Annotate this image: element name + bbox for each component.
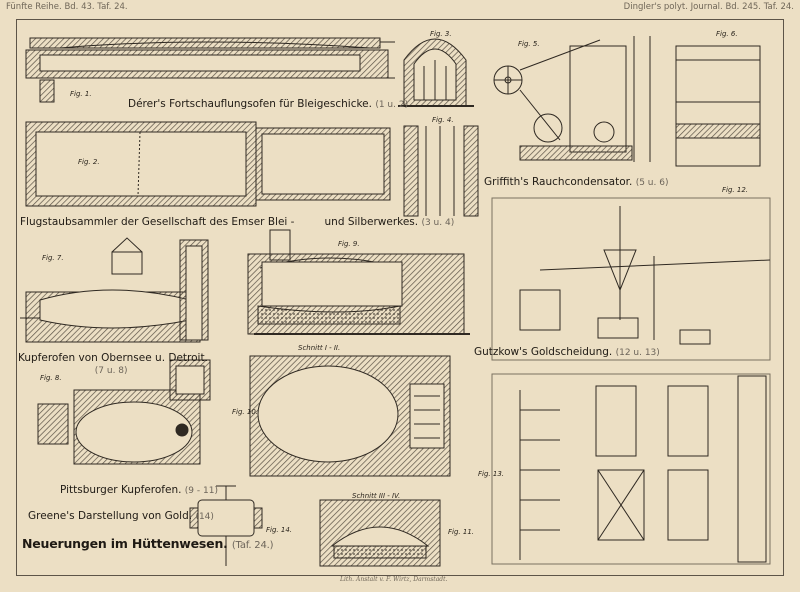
caption-flugstaub: Flugstaubsammler der Gesellschaft des Em…: [20, 216, 455, 228]
fig5-condenser: [493, 36, 651, 162]
header-left: Fünfte Reihe. Bd. 43. Taf. 24.: [6, 2, 128, 12]
caption-greene: Greene's Darstellung von Gold. (14): [28, 510, 214, 522]
fig11-label: Fig. 11.: [448, 528, 474, 536]
fig10-furnace-plan: [249, 355, 451, 477]
fig2-label: Fig. 2.: [78, 158, 100, 166]
fig7-label: Fig. 7.: [42, 254, 64, 262]
schnitt2-label: Schnitt III - IV.: [352, 492, 400, 500]
fig12-label: Fig. 12.: [722, 186, 748, 194]
fig13-gold-apparatus: [491, 373, 771, 565]
fig13-label: Fig. 13.: [478, 470, 504, 478]
caption-neuerungen: Neuerungen im Hüttenwesen. (Taf. 24.): [22, 536, 274, 551]
fig8-label: Fig. 8.: [40, 374, 62, 382]
lithographer-credit: Lith. Anstalt v. F. Wirtz, Darmstadt.: [340, 576, 448, 583]
plate-frame: [16, 19, 784, 576]
fig9-furnace-section: [247, 229, 470, 335]
fig8-furnace-plan: [37, 359, 211, 465]
caption-griffith: Griffith's Rauchcondensator. (5 u. 6): [484, 176, 669, 188]
fig2-furnace-plan: [25, 121, 391, 207]
fig14-gold-apparatus: [189, 485, 263, 566]
fig9-label: Fig. 9.: [338, 240, 360, 248]
fig7-copper-furnace: [20, 237, 209, 343]
figure-labels: Fig. 1. Fig. 2. Fig. 3. Fig. 4. Fig. 5. …: [40, 30, 748, 536]
fig4-flue-plan: [403, 125, 479, 217]
fig14-label: Fig. 14.: [266, 526, 292, 534]
fig11-section: [319, 499, 441, 567]
fig1-furnace-section: [25, 37, 395, 103]
fig12-gold-process: [491, 197, 771, 361]
caption-derer: Dérer's Fortschauflungsofen für Bleigesc…: [128, 98, 409, 110]
fig3-arch-section: [398, 38, 474, 107]
fig3-label: Fig. 3.: [430, 30, 452, 38]
fig6-label: Fig. 6.: [716, 30, 738, 38]
fig6-condenser-section: [675, 45, 761, 167]
caption-gutzkow: Gutzkow's Goldscheidung. (12 u. 13): [474, 346, 660, 358]
header-right: Dingler's polyt. Journal. Bd. 245. Taf. …: [623, 2, 794, 12]
fig4-label: Fig. 4.: [432, 116, 454, 124]
schnitt1-label: Schnitt I - II.: [298, 344, 340, 352]
caption-kupferofen: Kupferofen von Obernsee u. Detroit. (7 u…: [18, 352, 208, 376]
fig5-label: Fig. 5.: [518, 40, 540, 48]
fig1-label: Fig. 1.: [70, 90, 92, 98]
caption-pittsburger: Pittsburger Kupferofen. (9 - 11): [60, 484, 218, 496]
fig10-label: Fig. 10.: [232, 408, 258, 416]
